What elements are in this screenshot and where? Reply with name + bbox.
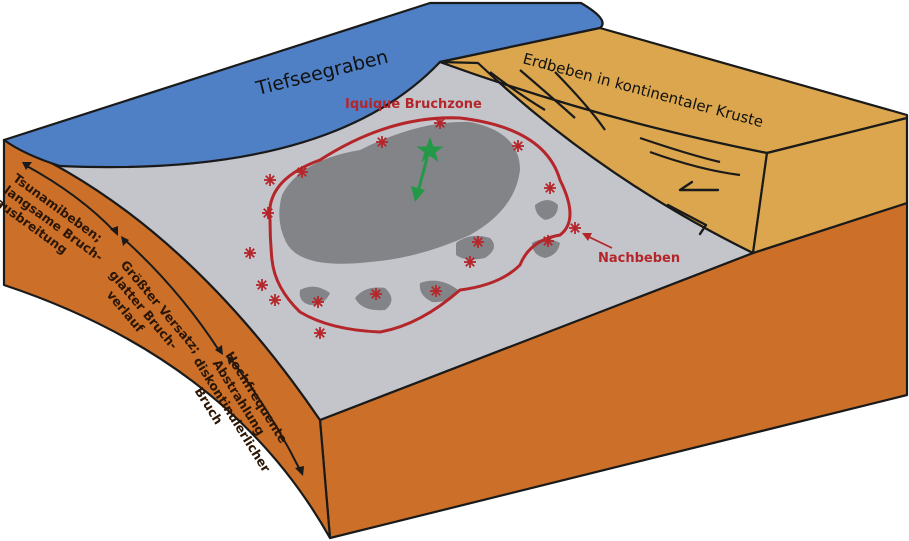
- minor-slip-patch: [456, 235, 494, 260]
- continental-crust-front: [751, 116, 909, 255]
- aftershock-label: Nachbeben: [598, 251, 680, 266]
- aftershock-asterisk-icon: [464, 256, 476, 268]
- depth-zone-arrows: [24, 164, 301, 471]
- minor-slip-patch: [355, 287, 392, 311]
- aftershock-asterisk-icon: [314, 327, 326, 339]
- main-slip-patch: [279, 121, 520, 264]
- crustal-fault-lines: [489, 69, 741, 177]
- epicenter-star-icon: [416, 137, 444, 162]
- aftershock-asterisk-icon: [512, 140, 524, 152]
- aftershock-asterisk-icon: [269, 294, 281, 306]
- ocean-surface: [2, 1, 604, 169]
- aftershock-asterisk-icon: [264, 174, 276, 186]
- aftershock-asterisk-icon: [376, 136, 388, 148]
- aftershock-asterisk-icon: [256, 279, 268, 291]
- slip-direction-arrow: [416, 157, 429, 193]
- aftershock-asterisk-icon: [296, 166, 308, 178]
- aftershock-asterisk-icon: [472, 236, 484, 248]
- aftershock-asterisk-icon: [430, 285, 442, 297]
- aftershock-asterisk-icon: [544, 182, 556, 194]
- aftershock-asterisk-icon: [569, 222, 581, 234]
- aftershock-asterisk-icon: [262, 207, 274, 219]
- rupture-zone-outline: [268, 116, 572, 334]
- rupture-zone-label: Iquique Bruchzone: [345, 97, 482, 112]
- slip-direction-arrowhead: [411, 186, 425, 202]
- aftershock-pointer-arrowhead: [582, 233, 592, 241]
- minor-slip-patch: [535, 200, 558, 220]
- aftershock-asterisk-icon: [244, 247, 256, 259]
- aftershock-markers: [244, 117, 581, 339]
- minor-slip-patch: [299, 286, 330, 305]
- plate-motion-arrows: [666, 180, 720, 236]
- aftershock-asterisk-icon: [312, 296, 324, 308]
- depth-zone-arrowheads: [22, 162, 304, 476]
- aftershock-asterisk-icon: [542, 235, 554, 247]
- aftershock-asterisk-icon: [434, 117, 446, 129]
- aftershock-asterisk-icon: [370, 288, 382, 300]
